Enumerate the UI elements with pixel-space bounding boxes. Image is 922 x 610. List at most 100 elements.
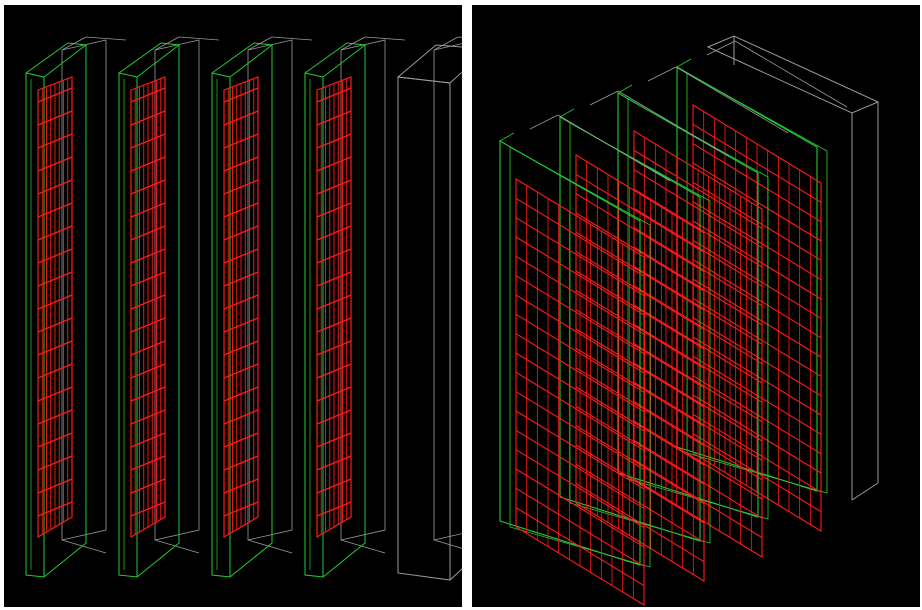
sensor-row (223, 133, 259, 149)
support-edge (271, 36, 313, 41)
support-edge (154, 539, 200, 554)
module-frame (304, 42, 366, 578)
support-edge (647, 66, 677, 82)
support-edge (675, 66, 789, 134)
module-frame-edge (617, 84, 633, 94)
sensor-row (223, 409, 259, 425)
sensor-row (223, 432, 259, 448)
module-frame-inner (569, 122, 711, 544)
sensor-row (37, 294, 73, 310)
module-frame-edge (229, 44, 273, 78)
sensor-row (37, 179, 73, 195)
module-frame-edge (322, 44, 366, 78)
empty-layer-frame (397, 76, 451, 581)
sensor-row (37, 386, 73, 402)
sensor-row (37, 317, 73, 333)
sensor-row (130, 202, 166, 218)
sensor-row (130, 133, 166, 149)
empty-layer-edge (449, 568, 462, 581)
sensor-row (223, 317, 259, 333)
module-frame (118, 42, 180, 578)
module-frame-edge (25, 72, 45, 78)
sensor-row (316, 455, 352, 471)
support-edge (706, 40, 736, 56)
sensor-row (130, 294, 166, 310)
sensor-row (316, 363, 352, 379)
support-edge (340, 539, 386, 554)
sensor-row (316, 110, 352, 126)
module-frame-edge (559, 108, 575, 118)
sensor-row (130, 156, 166, 172)
support-edge (557, 114, 671, 182)
sensor-row (37, 363, 73, 379)
sensor-row (130, 179, 166, 195)
support-edge (433, 539, 462, 549)
sensor-row (223, 340, 259, 356)
sensor-row (316, 432, 352, 448)
sensor-row (130, 271, 166, 287)
support-edge (617, 90, 731, 158)
sensor-module (223, 76, 259, 539)
sensor-row (316, 409, 352, 425)
support-edge (364, 36, 406, 41)
support-edge (734, 40, 848, 108)
support-frame (433, 43, 462, 541)
sensor-row (223, 225, 259, 241)
sensor-row (316, 478, 352, 494)
detector-perspective-view-panel (472, 5, 920, 607)
sensor-row (316, 386, 352, 402)
empty-layer-top (396, 44, 462, 84)
detector-perspective-view-wireframe (499, 35, 880, 606)
support-frame (61, 39, 107, 541)
sensor-row (316, 501, 352, 517)
sensor-row (130, 110, 166, 126)
sensor-row (316, 340, 352, 356)
support-edge (457, 36, 462, 38)
support-edge (589, 90, 619, 106)
sensor-row (223, 87, 259, 103)
sensor-module (316, 76, 352, 539)
sensor-row (130, 317, 166, 333)
sensor-row (130, 386, 166, 402)
sensor-module (37, 76, 73, 539)
sensor-row (37, 409, 73, 425)
sensor-row (223, 248, 259, 264)
sensor-row (223, 294, 259, 310)
sensor-row (316, 294, 352, 310)
module-frame-inner (509, 146, 651, 568)
module-frame-edge (676, 58, 692, 68)
sensor-module (130, 76, 166, 539)
sensor-row (130, 87, 166, 103)
sensor-row (37, 501, 73, 517)
module-frame-edge (43, 44, 87, 78)
support-frame (340, 39, 386, 541)
sensor-row (223, 455, 259, 471)
module-frame-edge (304, 72, 324, 78)
detector-front-view-panel (4, 5, 462, 607)
sensor-row (223, 478, 259, 494)
sensor-row (316, 156, 352, 172)
sensor-row (37, 225, 73, 241)
support-frame (154, 39, 200, 541)
sensor-row (316, 202, 352, 218)
support-edge (433, 36, 459, 51)
sensor-row (130, 248, 166, 264)
sensor-row (130, 478, 166, 494)
support-edge (85, 36, 127, 41)
sensor-row (316, 317, 352, 333)
support-edge (61, 539, 107, 554)
sensor-row (130, 432, 166, 448)
sensor-row (223, 363, 259, 379)
sensor-row (37, 248, 73, 264)
empty-layer-edge (851, 482, 879, 501)
sensor-row (316, 225, 352, 241)
sensor-row (37, 340, 73, 356)
sensor-row (223, 110, 259, 126)
sensor-row (316, 179, 352, 195)
sensor-row (37, 110, 73, 126)
sensor-row (223, 202, 259, 218)
sensor-row (316, 133, 352, 149)
sensor-row (130, 455, 166, 471)
sensor-row (37, 432, 73, 448)
sensor-row (316, 248, 352, 264)
